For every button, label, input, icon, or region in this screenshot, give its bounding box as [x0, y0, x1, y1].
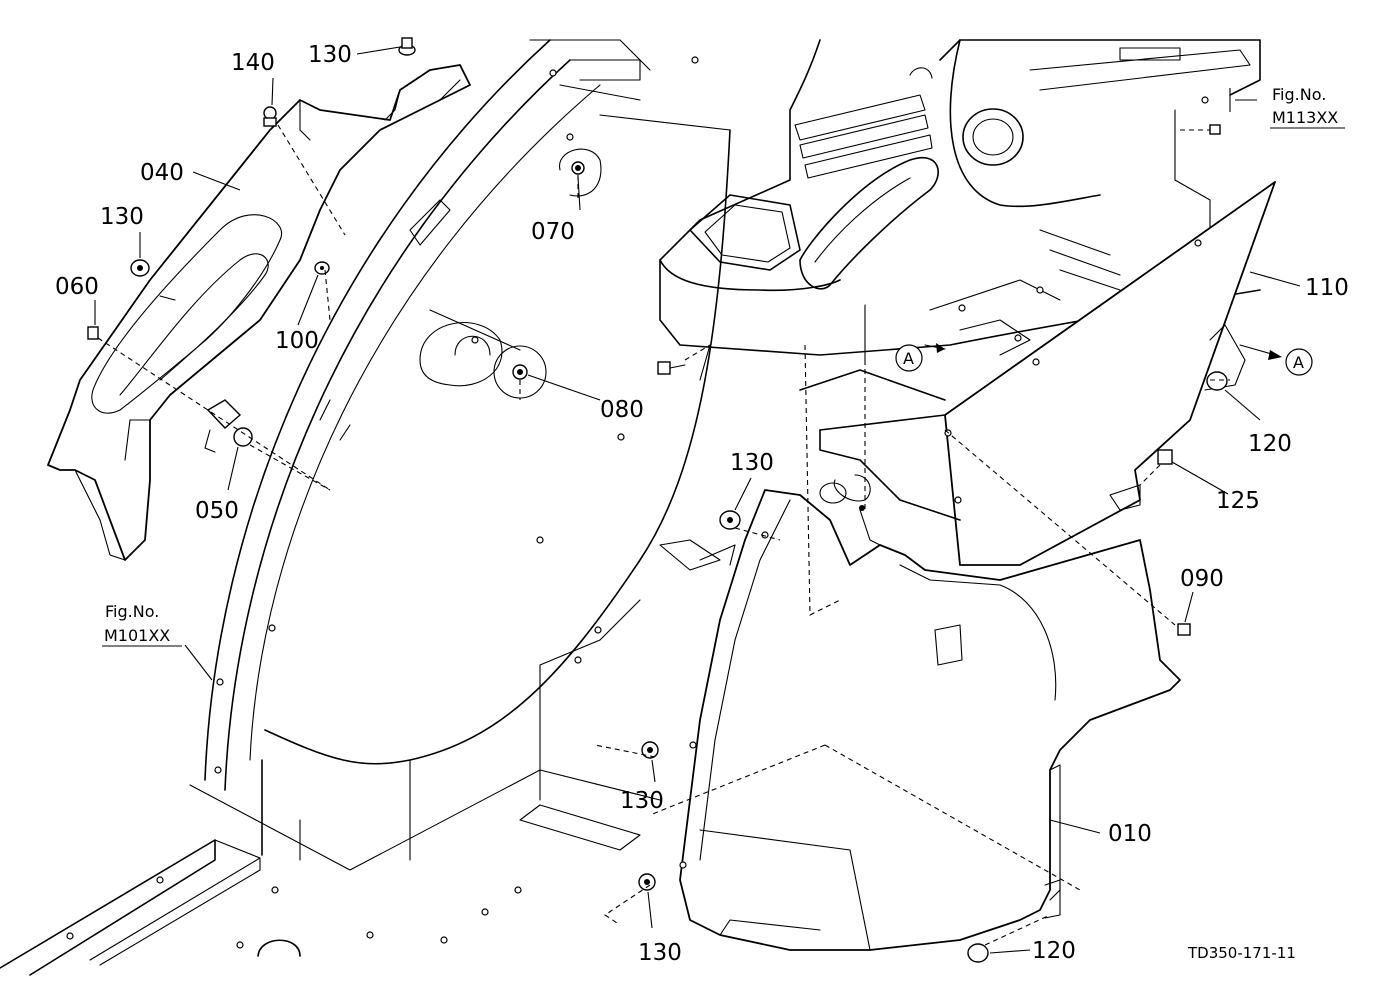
fastener-120-upper	[1206, 371, 1228, 391]
fastener-120-bottom	[967, 943, 989, 963]
view-marker-text: A	[1293, 353, 1304, 372]
callout-010: 010	[1108, 821, 1152, 847]
assembly-lines	[97, 124, 1230, 946]
fastener-070-nut	[571, 161, 585, 175]
figure-ref-code: M101XX	[104, 626, 170, 645]
callout-070: 070	[531, 219, 575, 245]
fastener-130-top	[398, 37, 416, 56]
fastener-060-bolt	[87, 326, 99, 340]
view-marker-a-right: A	[1285, 348, 1313, 376]
callout-120: 120	[1032, 938, 1076, 964]
drawing-code: TD350-171-11	[1187, 944, 1296, 962]
callout-050: 050	[195, 498, 239, 524]
figure-reference-m113: Fig.No. M113XX	[1270, 85, 1345, 129]
mounting-holes	[66, 56, 1209, 949]
callout-130: 130	[638, 940, 682, 966]
callout-140: 140	[231, 50, 275, 76]
callout-130: 130	[730, 450, 774, 476]
fastener-125-bolt	[1157, 449, 1173, 465]
callout-125: 125	[1216, 488, 1260, 514]
callout-060: 060	[55, 274, 99, 300]
callout-040: 040	[140, 160, 184, 186]
part-040-side-cover	[47, 64, 471, 561]
fasteners	[87, 37, 1228, 963]
fender-panel-main	[204, 39, 731, 861]
console-body	[659, 39, 1261, 381]
fastener-090-bolt	[1177, 623, 1191, 636]
callout-100: 100	[275, 328, 319, 354]
fastener-050-bracket	[204, 399, 253, 453]
fastener-130-left	[130, 259, 150, 277]
fastener-130-bottom	[638, 873, 656, 891]
figure-ref-code: M113XX	[1272, 108, 1338, 127]
fastener-bolt-center	[657, 361, 686, 375]
view-marker-a-left: A	[895, 344, 923, 372]
view-marker-text: A	[903, 349, 914, 368]
callout-120: 120	[1248, 431, 1292, 457]
floor-outline	[0, 599, 661, 976]
part-110-guard-plate	[944, 181, 1276, 566]
figure-reference-m101: Fig.No. M101XX	[102, 602, 182, 647]
fastener-bolt-upper-right	[1209, 124, 1221, 135]
fastener-100-nut	[314, 261, 330, 275]
callout-130: 130	[620, 788, 664, 814]
callout-110: 110	[1305, 275, 1349, 301]
fastener-130-mid	[719, 510, 741, 530]
fastener-140-clip	[263, 106, 277, 127]
callout-labels: 140 130 040 130 060 100 070 080 050 110 …	[55, 42, 1349, 966]
view-arrows	[924, 343, 1282, 360]
callout-080: 080	[600, 397, 644, 423]
leader-lines	[94, 46, 1301, 954]
callout-130: 130	[308, 42, 352, 68]
figure-ref-label: Fig.No.	[105, 602, 159, 621]
callout-130: 130	[100, 204, 144, 230]
figure-ref-label: Fig.No.	[1272, 85, 1326, 104]
callout-090: 090	[1180, 566, 1224, 592]
fastener-130-lower	[641, 741, 659, 759]
